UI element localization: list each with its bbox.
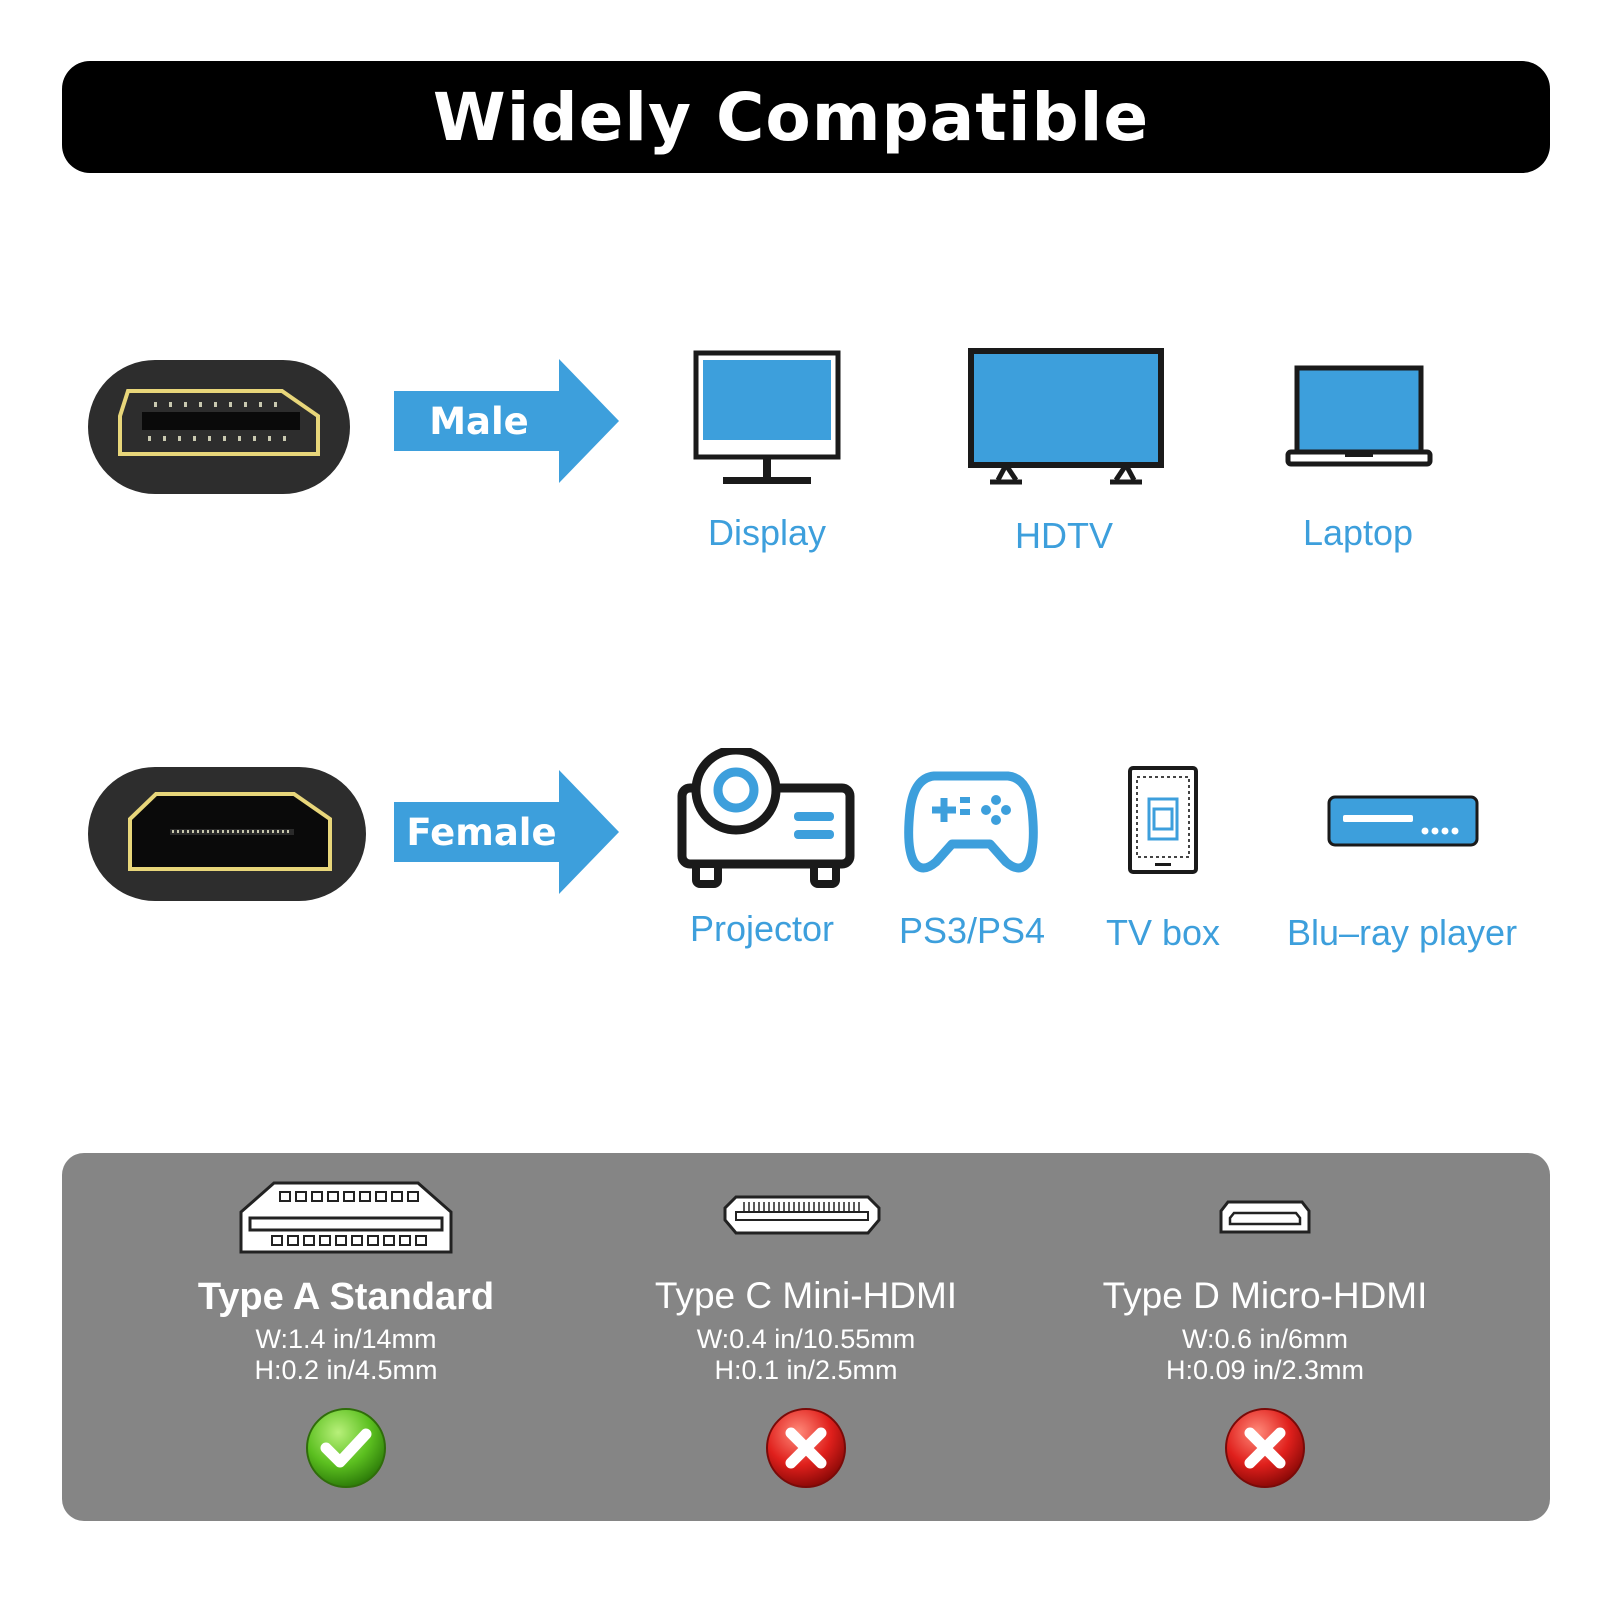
arrow-right-icon xyxy=(394,359,619,483)
gamepad-icon xyxy=(904,771,1038,873)
type-c-height: H:0.1 in/2.5mm xyxy=(714,1355,898,1385)
laptop-icon xyxy=(1285,365,1433,467)
type-c-title: Type C Mini-HDMI xyxy=(654,1275,958,1316)
projector-icon xyxy=(677,748,855,888)
male-arrow: Male xyxy=(394,359,624,483)
male-label: Male xyxy=(429,399,529,443)
check-icon xyxy=(306,1408,386,1488)
device-label-display: Display xyxy=(707,512,827,553)
type-d-width: W:0.6 in/6mm xyxy=(1181,1324,1349,1354)
type-a-height: H:0.2 in/4.5mm xyxy=(254,1355,438,1385)
page-title: Widely Compatible xyxy=(432,78,1150,156)
device-label-hdtv: HDTV xyxy=(1015,515,1113,556)
device-label-projector: Projector xyxy=(689,908,835,949)
header-banner: Widely Compatible xyxy=(62,61,1550,173)
female-arrow: Female xyxy=(394,770,624,894)
hdmi-female-port-icon xyxy=(88,767,366,901)
type-d-height: H:0.09 in/2.3mm xyxy=(1165,1355,1365,1385)
hdmi-male-port-icon xyxy=(88,360,350,494)
type-c-width: W:0.4 in/10.55mm xyxy=(696,1324,916,1354)
device-label-laptop: Laptop xyxy=(1302,512,1414,553)
type-a-width: W:1.4 in/14mm xyxy=(255,1324,437,1354)
cross-icon xyxy=(1225,1408,1305,1488)
type-a-connector-icon xyxy=(239,1181,453,1254)
female-label: Female xyxy=(406,810,557,854)
device-label-bluray: Blu–ray player xyxy=(1286,912,1518,953)
type-d-title: Type D Micro-HDMI xyxy=(1102,1275,1428,1316)
type-d-connector-icon xyxy=(1219,1200,1311,1234)
tv-box-icon xyxy=(1128,766,1198,874)
cross-icon xyxy=(766,1408,846,1488)
type-c-connector-icon xyxy=(723,1195,881,1235)
arrow-right-icon xyxy=(394,770,619,894)
tv-icon xyxy=(968,348,1164,485)
monitor-icon xyxy=(693,350,841,484)
bluray-player-icon xyxy=(1327,795,1479,847)
type-a-title: Type A Standard xyxy=(197,1276,495,1318)
device-label-ps3-ps4: PS3/PS4 xyxy=(898,910,1046,951)
device-label-tv-box: TV box xyxy=(1105,912,1221,953)
